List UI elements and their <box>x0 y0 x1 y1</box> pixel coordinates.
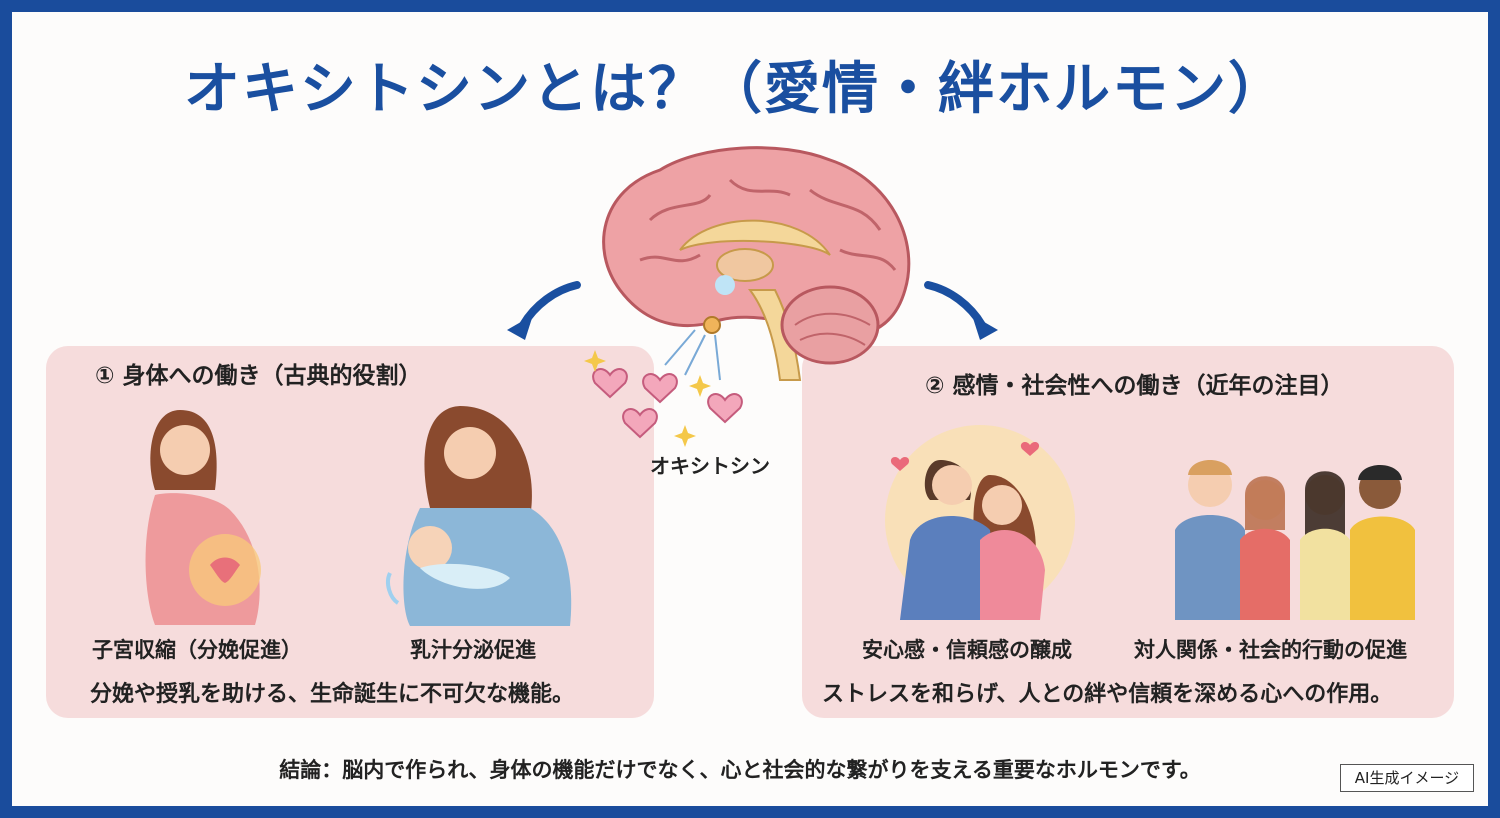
right-panel-summary: ストレスを和らげ、人との絆や信頼を深める心への作用。 <box>822 682 1393 707</box>
breastfeeding-mother-illustration <box>386 406 572 626</box>
caption-trust-building: 安心感・信頼感の醸成 <box>862 638 1072 662</box>
page-title: オキシトシンとは？（愛情・絆ホルモン） <box>184 57 1286 122</box>
oxytocin-label: オキシトシン <box>650 454 770 478</box>
conclusion-text: 結論：脳内で作られ、身体の機能だけでなく、心と社会的な繋がりを支える重要なホルモ… <box>279 758 1201 782</box>
pregnant-woman-illustration <box>145 410 261 625</box>
friends-group-illustration <box>1175 460 1415 620</box>
arrow-left-icon <box>507 281 581 340</box>
oxytocin-hearts <box>584 329 743 447</box>
caption-lactation: 乳汁分泌促進 <box>410 638 536 662</box>
caption-social-behavior: 対人関係・社会的行動の促進 <box>1134 638 1407 662</box>
arrow-right-icon <box>924 281 998 340</box>
brain-illustration <box>602 146 911 381</box>
right-panel-heading: ② 感情・社会性への働き（近年の注目） <box>925 373 1344 399</box>
ai-generated-badge: AI生成イメージ <box>1340 764 1474 792</box>
left-panel-summary: 分娩や授乳を助ける、生命誕生に不可欠な機能。 <box>90 682 575 707</box>
caption-uterine-contraction: 子宮収縮（分娩促進） <box>92 638 302 662</box>
embracing-couple-illustration <box>885 425 1075 620</box>
heart-icon <box>592 368 743 439</box>
left-panel-heading: ① 身体への働き（古典的役割） <box>95 363 422 389</box>
